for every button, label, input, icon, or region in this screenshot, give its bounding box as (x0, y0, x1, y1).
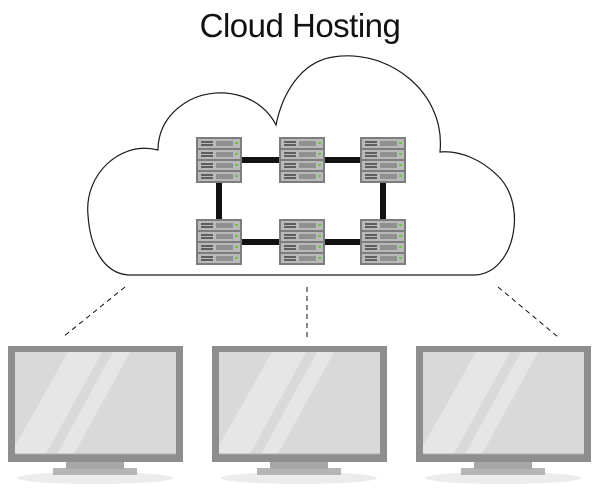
server-top-center (279, 137, 325, 183)
monitor-left (7, 345, 184, 485)
server-bottom-left (196, 219, 242, 265)
connector-right (497, 286, 559, 338)
diagram-title: Cloud Hosting (199, 7, 401, 44)
server-bottom-right (360, 219, 406, 265)
monitor-icon (415, 345, 592, 485)
monitor-icon (211, 345, 388, 485)
monitor-right (415, 345, 592, 485)
monitor-icon (7, 345, 184, 485)
server-network-links (216, 157, 386, 245)
server-top-left (196, 137, 242, 183)
server-top-right (360, 137, 406, 183)
connector-left (62, 286, 126, 338)
server-bottom-center (279, 219, 325, 265)
cloud-connectors (62, 286, 559, 338)
monitor-center (211, 345, 388, 485)
